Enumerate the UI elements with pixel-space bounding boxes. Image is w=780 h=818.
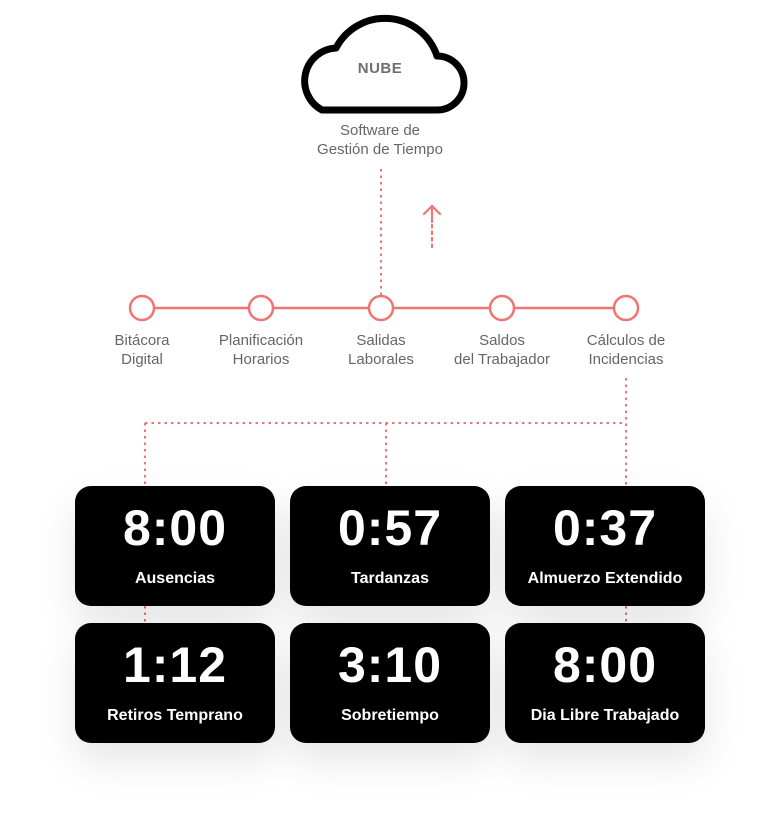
card-label: Dia Libre Trabajado xyxy=(530,707,680,724)
cloud-caption-line: Software de xyxy=(339,122,421,139)
node-label-line: Incidencias xyxy=(588,351,664,368)
node-label-line: Laborales xyxy=(348,351,414,368)
cloud-caption: Software de Gestión de Tiempo xyxy=(280,121,480,159)
node-label-bitacora: Bitácora Digital xyxy=(72,331,212,369)
card-almuerzo-extendido: 0:37 Almuerzo Extendido xyxy=(505,486,705,606)
card-label: Almuerzo Extendido xyxy=(527,570,683,587)
card-value: 0:37 xyxy=(552,500,658,556)
node-label-line: Bitácora xyxy=(114,332,170,349)
card-value: 0:57 xyxy=(337,500,443,556)
timeline-node xyxy=(367,294,395,322)
card-tardanzas: 0:57 Tardanzas xyxy=(290,486,490,606)
card-label: Ausencias xyxy=(134,570,216,587)
card-value: 3:10 xyxy=(337,637,443,693)
node-label-line: Horarios xyxy=(232,351,290,368)
timeline-node xyxy=(488,294,516,322)
arrow-up-icon xyxy=(422,204,442,249)
timeline-node xyxy=(247,294,275,322)
node-label-saldos: Saldos del Trabajador xyxy=(432,331,572,369)
card-dia-libre-trabajado: 8:00 Dia Libre Trabajado xyxy=(505,623,705,743)
card-ausencias: 8:00 Ausencias xyxy=(75,486,275,606)
node-label-line: del Trabajador xyxy=(454,351,550,368)
incidencias-connectors xyxy=(144,378,627,623)
card-retiros-temprano: 1:12 Retiros Temprano xyxy=(75,623,275,743)
node-label-line: Salidas xyxy=(356,332,406,349)
node-label-calculos: Cálculos de Incidencias xyxy=(556,331,696,369)
card-label: Tardanzas xyxy=(351,570,429,587)
cloud-label: NUBE xyxy=(357,60,403,77)
timeline-node-circles xyxy=(128,294,640,322)
node-label-salidas: Salidas Laborales xyxy=(311,331,451,369)
card-sobretiempo: 3:10 Sobretiempo xyxy=(290,623,490,743)
card-label: Retiros Temprano xyxy=(107,707,243,724)
card-label: Sobretiempo xyxy=(341,707,439,724)
timeline-node xyxy=(612,294,640,322)
timeline-node xyxy=(128,294,156,322)
node-label-line: Digital xyxy=(121,351,163,368)
cloud-icon xyxy=(301,14,468,114)
node-label-planificacion: Planificación Horarios xyxy=(191,331,331,369)
node-label-line: Saldos xyxy=(479,332,525,349)
node-label-line: Cálculos de xyxy=(586,332,666,349)
card-value: 1:12 xyxy=(122,637,228,693)
cloud-caption-line: Gestión de Tiempo xyxy=(317,141,443,158)
node-label-line: Planificación xyxy=(218,332,304,349)
card-value: 8:00 xyxy=(552,637,658,693)
card-value: 8:00 xyxy=(122,500,228,556)
